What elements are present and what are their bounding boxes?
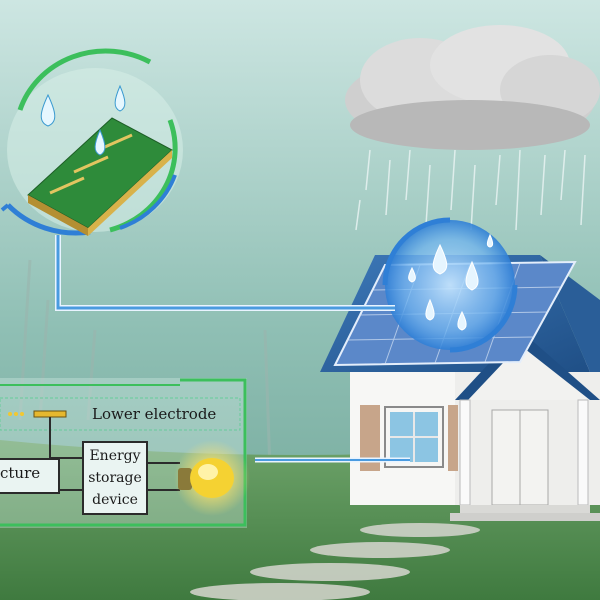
rain-drop-zoom-bubble (382, 217, 518, 353)
structure-box (0, 458, 60, 494)
water-drop-icon (457, 310, 467, 331)
cloud-icon (345, 25, 600, 150)
electrode-zoom-ring (0, 48, 183, 236)
rain-icon (355, 149, 586, 231)
water-drop-icon (465, 260, 479, 291)
light-bulb-icon (174, 440, 250, 516)
water-drop-icon (432, 243, 448, 275)
energy-storage-label: Energy storage device (82, 445, 148, 511)
water-drop-icon (486, 233, 494, 248)
energy-storage-line-3: device (92, 492, 138, 508)
water-drop-icon (114, 84, 126, 112)
water-drop-icon (94, 128, 106, 156)
water-drop-icon (408, 266, 416, 283)
energy-storage-line-1: Energy (89, 448, 141, 464)
lower-electrode-label: Lower electrode (92, 405, 217, 423)
energy-storage-line-2: storage (88, 470, 142, 486)
water-drop-icon (40, 93, 56, 127)
water-drop-icon (425, 298, 435, 321)
energy-storage-box (82, 441, 148, 515)
structure-label: cture (0, 464, 41, 482)
